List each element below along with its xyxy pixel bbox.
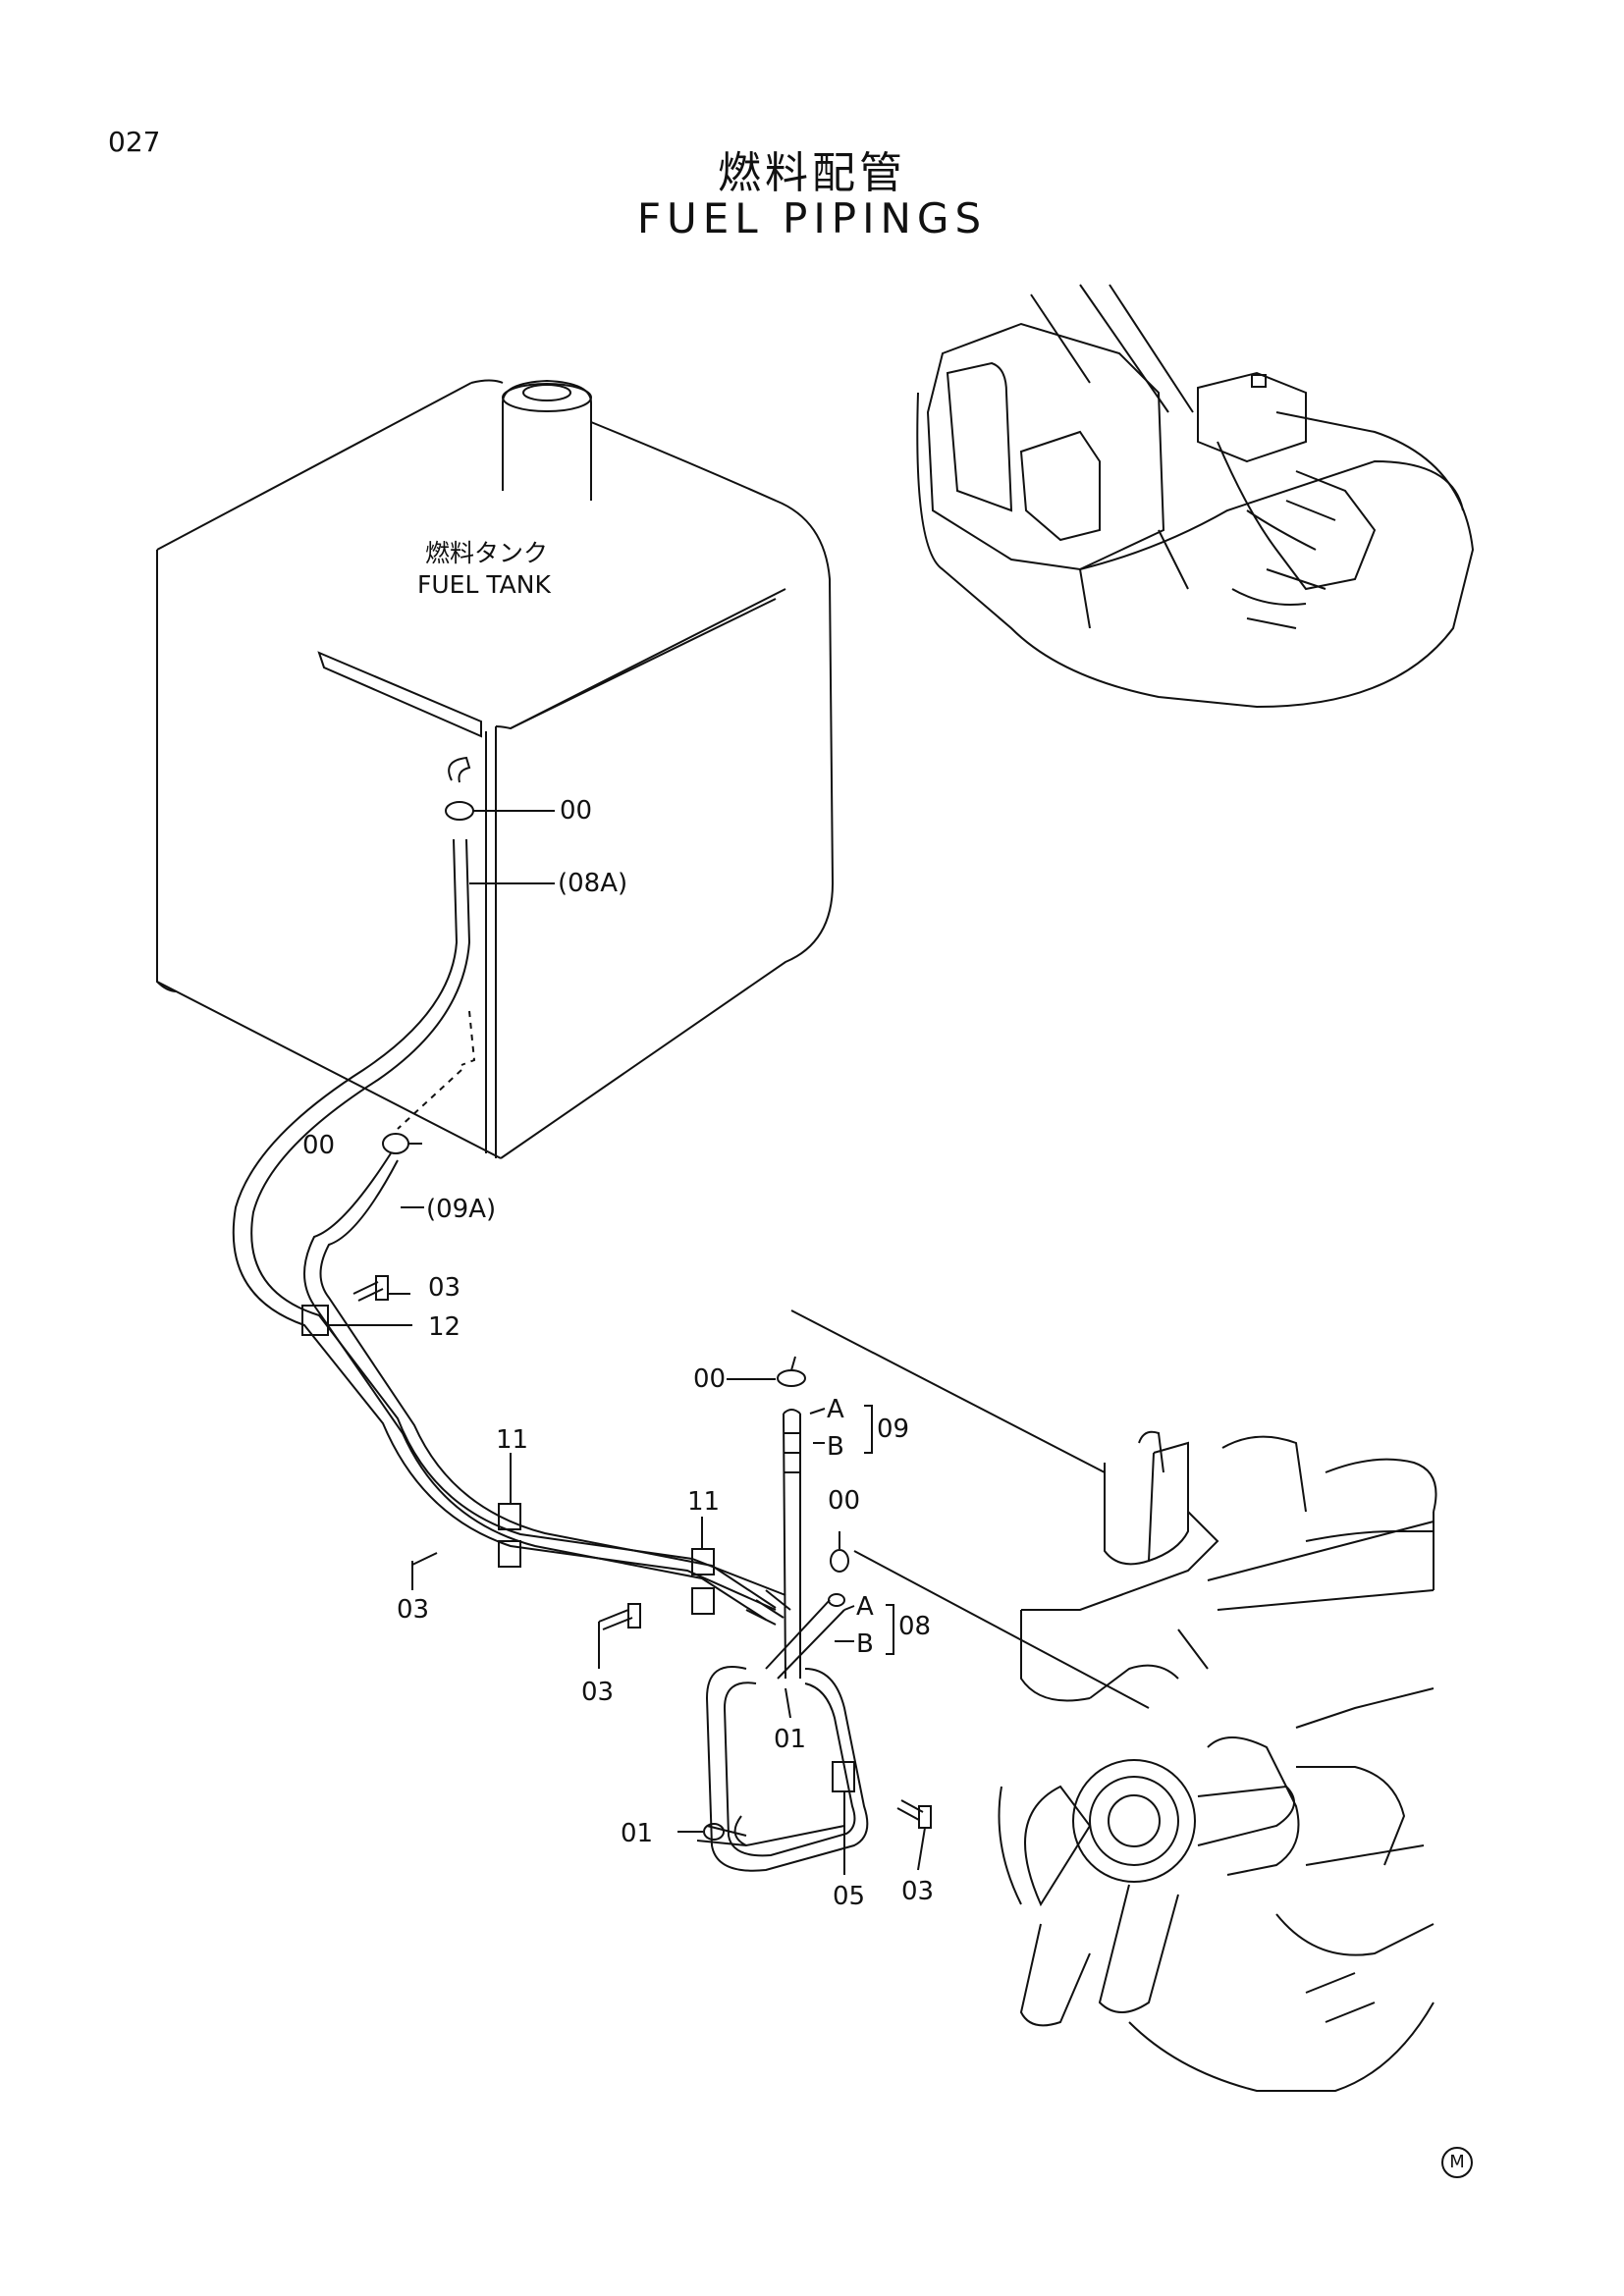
part-label-12: 12: [428, 1312, 460, 1342]
part-label-00-top: 00: [560, 796, 592, 826]
part-label-03-clip: 03: [428, 1273, 460, 1303]
title-english: FUEL PIPINGS: [636, 194, 988, 242]
part-label-11-left: 11: [496, 1425, 528, 1455]
part-label-03-mid: 03: [581, 1678, 614, 1707]
leader-lines: [328, 810, 926, 1875]
title-japanese: 燃料配管: [718, 148, 906, 198]
part-label-03-left: 03: [397, 1595, 429, 1625]
part-label-00-pump: 00: [828, 1486, 860, 1516]
part-label-09: 09: [877, 1415, 909, 1444]
fuel-tank-label-en: FUEL TANK: [417, 570, 551, 599]
part-label-08-B: B: [856, 1629, 874, 1659]
excavator-overview-drawing: [916, 284, 1475, 709]
engine-drawing: [790, 1309, 1437, 2092]
part-label-09-B: B: [827, 1432, 844, 1462]
part-label-00-filter: 00: [693, 1364, 726, 1394]
part-label-08-A: A: [856, 1592, 874, 1622]
part-label-08A: (08A): [558, 869, 627, 898]
part-label-00-mid: 00: [302, 1131, 335, 1160]
part-label-01-upper: 01: [774, 1725, 806, 1754]
maker-mark: M: [1441, 2147, 1473, 2178]
part-label-03-right: 03: [901, 1877, 934, 1906]
fuel-tank-label-jp: 燃料タンク: [425, 539, 548, 567]
part-label-09A: (09A): [426, 1195, 496, 1224]
fuel-tank-drawing: [156, 379, 835, 1159]
fuel-hoses-drawing: [232, 838, 932, 1872]
page-number: 027: [108, 126, 161, 158]
part-label-09-A: A: [827, 1395, 844, 1424]
part-label-11-right: 11: [687, 1487, 720, 1517]
part-label-01-lower: 01: [621, 1819, 653, 1848]
part-label-08: 08: [898, 1612, 931, 1641]
part-label-05: 05: [833, 1882, 865, 1911]
